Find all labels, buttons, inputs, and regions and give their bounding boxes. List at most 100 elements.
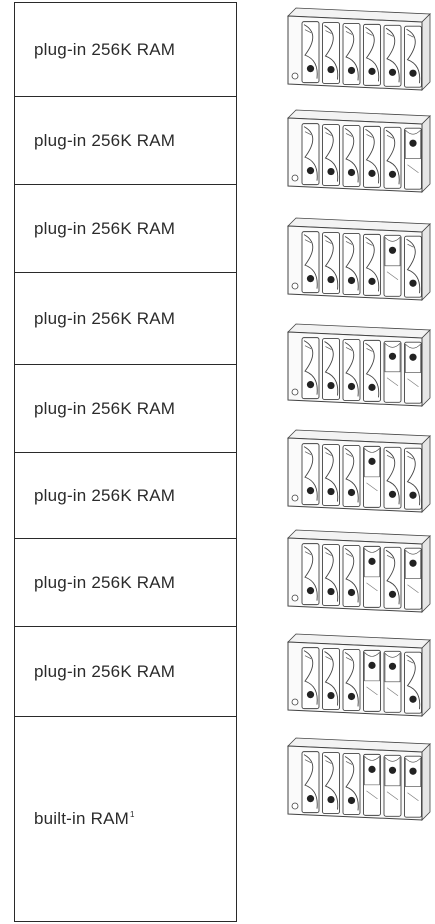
switch-rocker bbox=[324, 447, 339, 502]
dip-switch bbox=[322, 22, 340, 84]
switch-shade bbox=[386, 791, 399, 801]
dip-switch-block-8 bbox=[284, 732, 434, 822]
switch-slot bbox=[322, 124, 340, 186]
switch-slot bbox=[342, 125, 361, 187]
switch-slot bbox=[363, 339, 381, 402]
memory-row-plugin-8: plug-in 256K RAM bbox=[15, 627, 236, 717]
switch-rocker bbox=[324, 651, 339, 706]
footnote-mark: 1 bbox=[129, 810, 135, 820]
switch-rocker bbox=[324, 341, 339, 396]
switch-slot bbox=[342, 753, 361, 815]
memory-row-label: plug-in 256K RAM bbox=[34, 485, 176, 505]
memory-row-plugin-4: plug-in 256K RAM bbox=[15, 273, 236, 365]
switch-rocker bbox=[385, 549, 400, 605]
switch-shade bbox=[366, 348, 373, 352]
dip-switch bbox=[383, 126, 402, 189]
switch-slot bbox=[363, 23, 381, 86]
switch-dot bbox=[306, 691, 315, 699]
dip-switch-block-4 bbox=[284, 318, 434, 408]
switch-slot bbox=[301, 751, 320, 814]
switch-dot bbox=[347, 796, 356, 805]
dip-switch bbox=[363, 545, 381, 608]
memory-row-plugin-3: plug-in 256K RAM bbox=[15, 185, 236, 273]
dip-switch bbox=[322, 648, 340, 710]
switch-shade bbox=[407, 243, 414, 248]
dip-switch bbox=[301, 123, 320, 186]
dip-switch bbox=[383, 446, 402, 509]
switch-slot bbox=[383, 24, 402, 87]
dip-switch bbox=[363, 753, 381, 816]
switch-shade bbox=[325, 552, 332, 556]
dip-switch bbox=[383, 234, 402, 297]
switch-slot bbox=[301, 21, 320, 84]
switch-rocker bbox=[406, 28, 421, 84]
memory-row-label: plug-in 256K RAM bbox=[34, 39, 176, 59]
dip-switch bbox=[342, 233, 361, 295]
switch-shade bbox=[366, 32, 373, 36]
switch-dot bbox=[388, 590, 397, 598]
switch-slot bbox=[322, 232, 340, 294]
dip-switch bbox=[322, 444, 340, 506]
switch-shade bbox=[386, 377, 399, 387]
switch-shade bbox=[304, 551, 312, 555]
switch-dot bbox=[306, 65, 315, 73]
switch-slot bbox=[301, 231, 320, 294]
dip-switch bbox=[301, 231, 320, 294]
switch-housing-side bbox=[421, 639, 431, 717]
switch-dot bbox=[409, 559, 417, 567]
switch-rocker bbox=[303, 446, 318, 501]
switch-dot bbox=[388, 352, 397, 360]
switch-rocker bbox=[344, 756, 359, 811]
switch-dot bbox=[306, 381, 315, 389]
switch-shade bbox=[366, 582, 378, 592]
switch-shade bbox=[325, 760, 332, 764]
switch-slot bbox=[404, 235, 422, 298]
dip-switch bbox=[322, 232, 340, 294]
mounting-hole bbox=[291, 174, 299, 182]
switch-housing-side bbox=[421, 13, 431, 91]
dip-switch-block-7 bbox=[284, 628, 434, 718]
builtin-ram-text: built-in RAM bbox=[34, 809, 129, 828]
switch-rocker bbox=[406, 654, 421, 710]
switch-dot bbox=[306, 587, 315, 595]
dip-switch bbox=[404, 755, 422, 818]
switch-dot bbox=[347, 488, 356, 497]
switch-rocker bbox=[324, 127, 339, 182]
switch-dot bbox=[388, 662, 397, 670]
switch-housing-side bbox=[421, 743, 431, 821]
switch-slot bbox=[342, 339, 361, 401]
switch-slot bbox=[322, 338, 340, 400]
switch-slot bbox=[301, 443, 320, 506]
switch-rocker bbox=[303, 340, 318, 395]
switch-shade bbox=[325, 656, 332, 660]
switch-housing-side bbox=[421, 223, 431, 301]
switch-housing-side bbox=[421, 329, 431, 407]
memory-row-plugin-2: plug-in 256K RAM bbox=[15, 97, 236, 185]
switch-dot bbox=[388, 68, 397, 76]
switch-rocker bbox=[303, 754, 318, 809]
memory-row-label: plug-in 256K RAM bbox=[34, 130, 176, 150]
dip-switch bbox=[404, 127, 422, 190]
switch-rocker bbox=[344, 128, 359, 183]
dip-switch bbox=[363, 125, 381, 188]
dip-switch bbox=[383, 754, 402, 817]
switch-shade bbox=[345, 657, 353, 661]
switch-slot bbox=[383, 126, 402, 189]
switch-dot bbox=[347, 276, 356, 285]
switch-dot bbox=[409, 695, 417, 703]
switch-shade bbox=[304, 655, 312, 659]
switch-slot bbox=[322, 444, 340, 506]
mounting-hole bbox=[291, 72, 299, 80]
switch-dot bbox=[409, 69, 417, 77]
dip-switch bbox=[342, 445, 361, 507]
switch-dot bbox=[388, 490, 397, 498]
dip-switch-block-3 bbox=[284, 212, 434, 302]
switch-shade bbox=[386, 271, 399, 281]
switch-shade bbox=[386, 32, 394, 37]
switch-rocker bbox=[303, 234, 318, 289]
memory-row-plugin-7: plug-in 256K RAM bbox=[15, 539, 236, 627]
memory-row-label: plug-in 256K RAM bbox=[34, 398, 176, 418]
switch-shade bbox=[407, 455, 414, 460]
memory-row-label: plug-in 256K RAM bbox=[34, 572, 176, 592]
switch-rocker bbox=[344, 26, 359, 81]
